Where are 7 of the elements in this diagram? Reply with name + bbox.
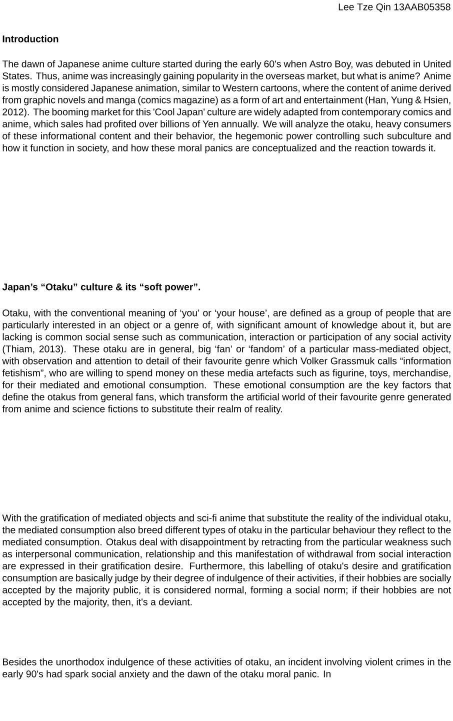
paragraph: Otaku, with the conventional meaning of ‘you’ or ‘your house’, are defined as a group of people that are particularly interested in an object or a genre of, with significant amount of knowledge about it, but are lacking is common social sense such as communication, interaction or participation of any social activity (Thiam, 2013). These otaku are in general, big ‘fan’ or ‘fandom’ of a particular mass-mediated object, with observation and attention to detail of their favourite genre which Volker Grassmuk calls “information fetishism”, who are willing to spend money on these media artefacts such as figurine, toys, merchandise, for their mediated and emotional consumption. These emotional consumption are the key factors that define the otakus from general fans, which transform the artificial world of their favourite genre generated from anime and science fictions to substitute their realm of reality. (2, 309, 452, 414)
section-heading: Introduction (2, 35, 58, 42)
paragraph: Besides the unorthodox indulgence of these activities of otaku, an incident involving violent crimes in the early 90's had spark social anxiety and the dawn of the otaku moral panic. In (2, 658, 451, 680)
author-line: Lee Tze Qin 13AAB05358 (338, 3, 450, 12)
paragraph: The dawn of Japanese anime culture started during the early 60's when Astro Boy, was debuted in United States. Thus, anime was increasingly gaining popularity in the overseas market, but what is anime? Anime is mostly considered Japanese animation, similar to Western cartoons, where the content of anime derived from graphic novels and manga (comics magazine) as a form of art and entertainment (Han, Yung & Hsien, 2012). The booming market for this 'Cool Japan' culture are widely adapted from contemporary comics and anime, which sales had profited over billions of Yen annually. We will analyze the otaku, heavy consumers of these informational content and their behavior, the hegemonic power controlling such subculture and how it function in society, and how these moral panics are conceptualized and the reaction towards it. (2, 60, 451, 154)
section-heading: Japan’s “Otaku” culture & its “soft power”. (2, 283, 200, 292)
paragraph: With the gratification of mediated objects and sci-fi anime that substitute the reality of the individual otaku, the mediated consumption also breed different types of otaku in the particular behaviour they reflect to the mediated consumption. Otakus deal with disappointment by retracting from the particular weakness such as interpersonal communication, relationship and this manifestation of withdrawal from social interaction are expressed in their gratification desire. Furthermore, this labelling of otaku's desire and gratification consumption are basically judge by their degree of indulgence of their activities, if their hobbies are socially accepted by the majority public, it is considered normal, forming a social norm; if their hobbies are not accepted by the majority, then, it's a deviant. (2, 514, 452, 608)
